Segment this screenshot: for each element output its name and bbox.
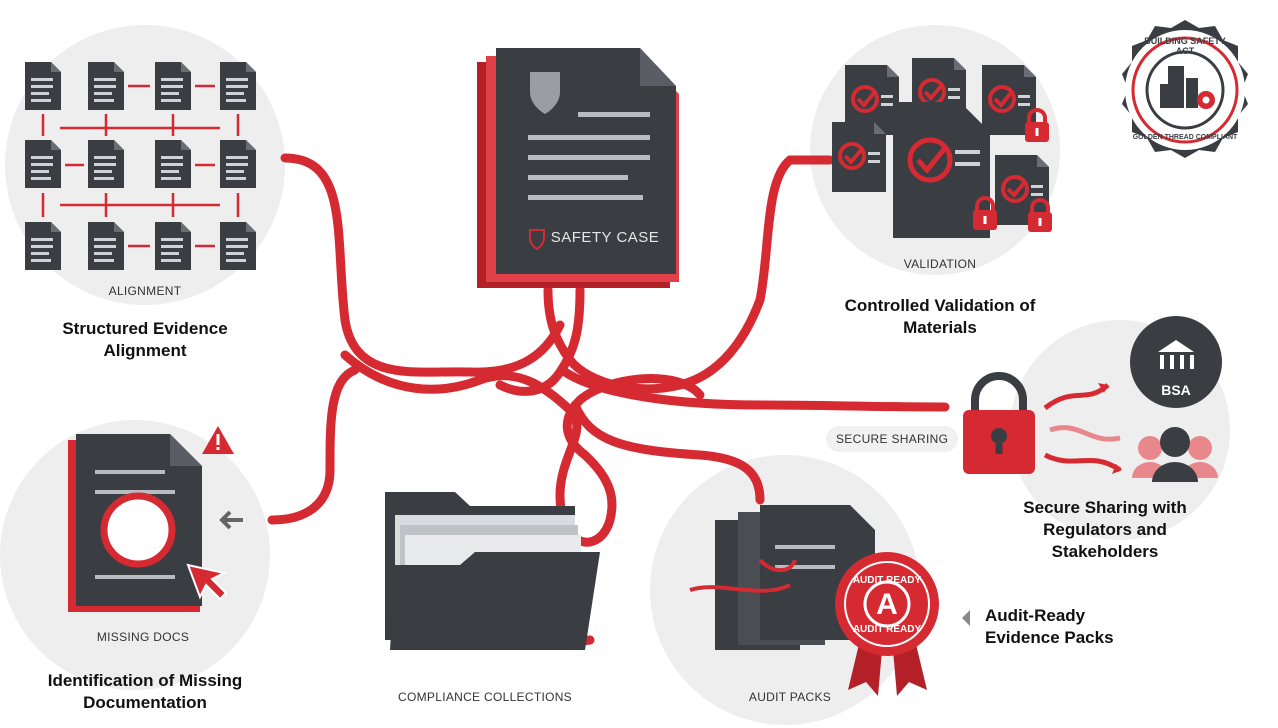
compliance-tag: COMPLIANCE COLLECTIONS (398, 690, 572, 704)
missing-title: Identification of Missing Documentation (47, 671, 243, 712)
missing-doc-icon (68, 426, 243, 612)
audit-tag: AUDIT PACKS (748, 690, 832, 704)
alignment-title: Structured Evidence Alignment (62, 319, 228, 360)
audit-seal-top-text: AUDIT READY (852, 575, 922, 586)
badge-top-text: BUILDING SAFETY ACT (1144, 36, 1226, 56)
alignment-doc-grid (25, 62, 256, 270)
validation-doc-stack (830, 56, 1054, 238)
sharing-tag: SECURE SHARING (826, 426, 959, 452)
safety-case-label: SAFETY CASE (550, 229, 660, 246)
audit-seal-bottom-text: AUDIT READY (852, 624, 922, 635)
safety-case-document (477, 48, 679, 288)
sharing-title: Secure Sharing with Regulators and Stake… (1023, 498, 1187, 561)
alignment-tag: ALIGNMENT (108, 284, 182, 298)
alignment-circle (5, 25, 285, 305)
secure-sharing-icon (963, 316, 1222, 482)
badge-bottom-text: GOLDEN THREAD COMPLIANT (1132, 134, 1238, 141)
audit-seal-letter: A (876, 588, 898, 621)
missing-tag: MISSING DOCS (96, 630, 190, 644)
compliance-folder-icon (385, 492, 600, 650)
validation-title: Controlled Validation of Materials (844, 296, 1036, 337)
regulator-label: BSA (1161, 382, 1191, 398)
audit-pack-icon (689, 505, 970, 696)
validation-tag: VALIDATION (903, 257, 977, 271)
audit-title: Audit-Ready Evidence Packs (985, 606, 1114, 647)
building-safety-act-badge (1122, 20, 1248, 158)
